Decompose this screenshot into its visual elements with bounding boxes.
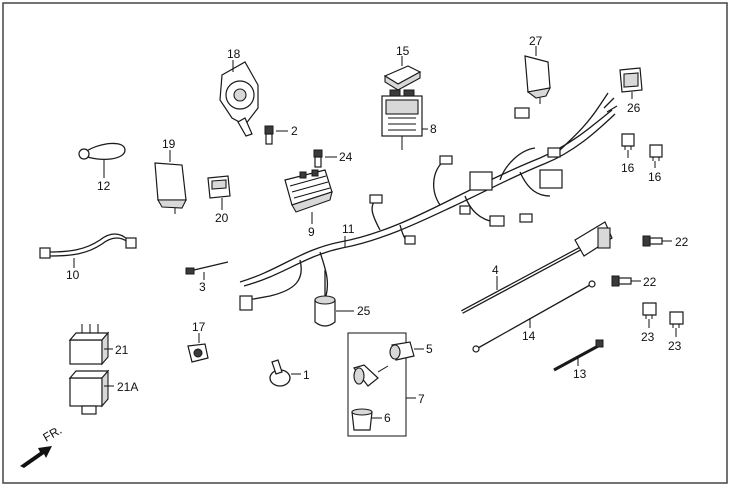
callout-18: 18 bbox=[227, 47, 241, 61]
sub-harness[interactable] bbox=[39, 233, 137, 259]
callout-13: 13 bbox=[573, 367, 587, 381]
fuse-c[interactable] bbox=[642, 302, 657, 319]
callout-1: 1 bbox=[303, 368, 310, 382]
front-direction-arrow-icon bbox=[20, 446, 52, 468]
main-wire-harness[interactable] bbox=[239, 92, 618, 311]
callout-17: 17 bbox=[192, 320, 206, 334]
callout-22a: 22 bbox=[675, 235, 689, 249]
resistor-cap[interactable] bbox=[314, 270, 336, 327]
callout-19: 19 bbox=[162, 137, 176, 151]
callout-12: 12 bbox=[97, 179, 111, 193]
front-direction-label: FR. bbox=[41, 423, 65, 445]
fuse-box[interactable] bbox=[381, 89, 423, 150]
callout-15: 15 bbox=[396, 44, 410, 58]
fuse-a[interactable] bbox=[621, 133, 635, 150]
callout-6: 6 bbox=[384, 411, 391, 425]
ground-cable[interactable] bbox=[472, 280, 596, 353]
horn[interactable] bbox=[219, 61, 259, 137]
callout-21: 21 bbox=[115, 343, 129, 357]
callout-8: 8 bbox=[430, 122, 437, 136]
callout-14: 14 bbox=[522, 329, 536, 343]
regulator-bolt[interactable] bbox=[313, 149, 323, 168]
cable-tie-long[interactable] bbox=[553, 339, 604, 372]
callout-10: 10 bbox=[66, 268, 80, 282]
bolt-a[interactable] bbox=[642, 235, 663, 247]
callout-16b: 16 bbox=[648, 170, 662, 184]
callout-26: 26 bbox=[627, 101, 641, 115]
fuse-b[interactable] bbox=[649, 144, 663, 161]
cdi-cover[interactable] bbox=[207, 175, 231, 199]
callout-20: 20 bbox=[215, 211, 229, 225]
spark-plug-cap-group bbox=[347, 332, 407, 437]
turn-signal-relay[interactable] bbox=[68, 324, 110, 366]
fuse-d[interactable] bbox=[669, 311, 684, 328]
callout-4: 4 bbox=[492, 263, 499, 277]
resistor-cover[interactable] bbox=[351, 408, 373, 431]
starter-relay[interactable] bbox=[524, 55, 551, 104]
callout-3: 3 bbox=[199, 280, 206, 294]
callout-16a: 16 bbox=[621, 161, 635, 175]
relay-cover[interactable] bbox=[68, 369, 110, 415]
regulator-rectifier[interactable] bbox=[284, 169, 333, 213]
callout-7: 7 bbox=[418, 392, 425, 406]
wire-clamp[interactable] bbox=[78, 142, 126, 161]
callout-23a: 23 bbox=[641, 330, 655, 344]
starter-cable[interactable] bbox=[461, 221, 613, 314]
callout-22b: 22 bbox=[643, 275, 657, 289]
cable-tie-short[interactable] bbox=[185, 261, 229, 275]
callout-27: 27 bbox=[529, 34, 543, 48]
bulb-socket[interactable] bbox=[187, 343, 209, 363]
callout-21a: 21A bbox=[117, 380, 138, 394]
callout-11: 11 bbox=[342, 222, 355, 236]
callout-2: 2 bbox=[291, 124, 298, 138]
callout-23b: 23 bbox=[668, 339, 682, 353]
callout-25: 25 bbox=[357, 304, 371, 318]
horn-bolt[interactable] bbox=[264, 125, 274, 145]
fuse-box-cover[interactable] bbox=[383, 65, 422, 91]
connector-block[interactable] bbox=[619, 67, 643, 93]
spark-plug-cap[interactable] bbox=[352, 364, 389, 387]
plug-cap-boot[interactable] bbox=[389, 341, 415, 361]
bolt-b[interactable] bbox=[611, 275, 632, 287]
hose-clamp[interactable] bbox=[269, 359, 291, 387]
cdi-unit[interactable] bbox=[154, 162, 187, 214]
callout-24: 24 bbox=[339, 150, 353, 164]
callout-5: 5 bbox=[426, 342, 433, 356]
callout-9: 9 bbox=[308, 225, 315, 239]
